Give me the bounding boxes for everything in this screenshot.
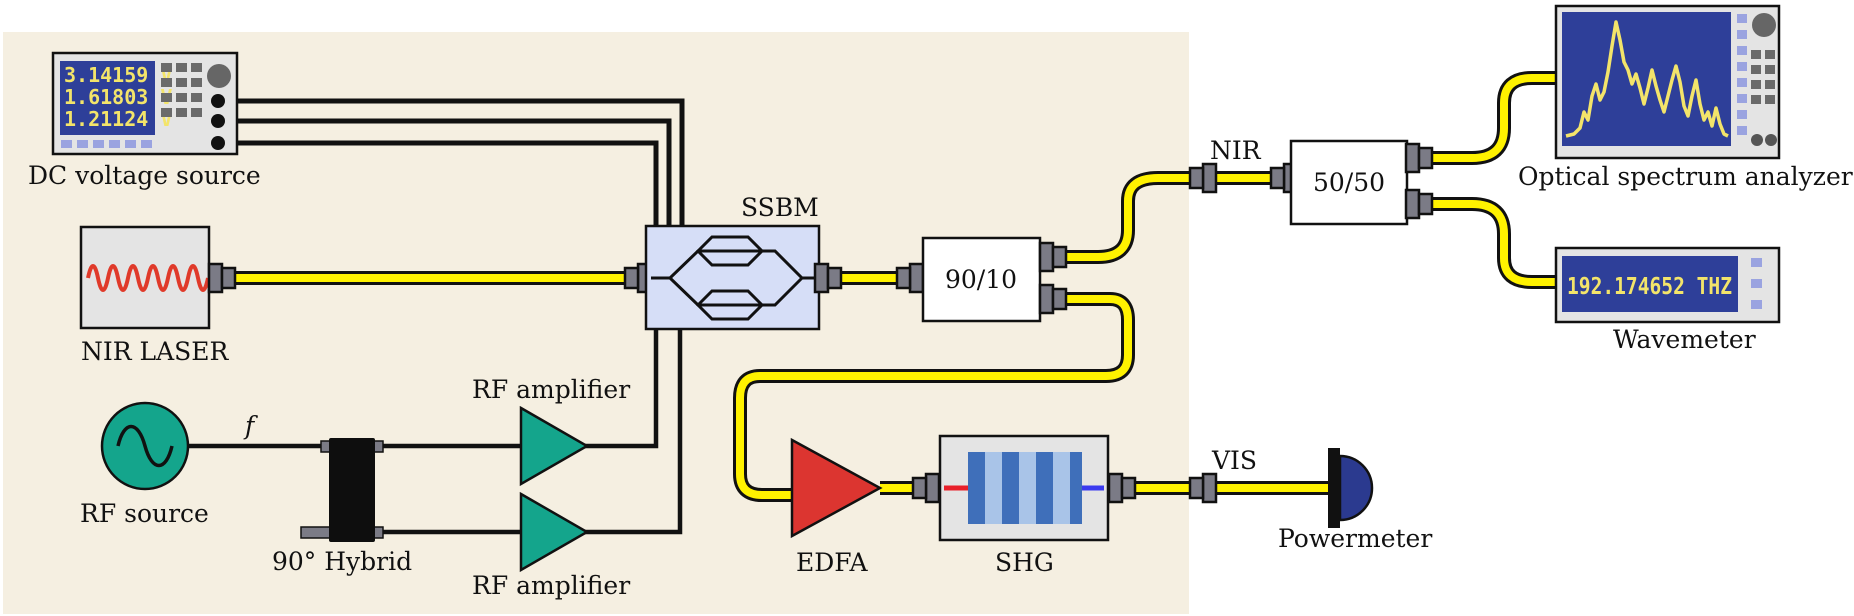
osa-side-buttons: [1737, 14, 1747, 135]
nir-laser: [79, 225, 237, 330]
rf-amplifier-top: [519, 405, 590, 487]
dc-keypad: [161, 63, 202, 117]
ssbm-modulator: [623, 224, 843, 331]
osa-label: Optical spectrum analyzer: [1518, 162, 1853, 191]
wavemeter-readout: 192.174652 THZ: [1567, 274, 1732, 300]
rf-source-label: RF source: [80, 499, 209, 528]
wavemeter-label: Wavemeter: [1613, 325, 1756, 354]
dc-buttons: [61, 140, 152, 148]
dc-terminal-3: [211, 136, 225, 150]
sine-wave-icon: [116, 424, 174, 468]
dc-display: [60, 61, 155, 135]
dc-display-line1: 3.14159 V: [64, 63, 172, 87]
osa-spectrum-trace: [1565, 20, 1729, 138]
rf-source: [100, 401, 190, 491]
dc-bias-wires: [218, 98, 685, 225]
dc-voltage-source-label: DC voltage source: [28, 161, 261, 190]
coupler-50-50: 50/50: [1188, 139, 1434, 226]
rf-amplifier-bottom: [519, 491, 590, 573]
ppln-domains: [968, 452, 1082, 524]
rf-wires: [188, 326, 683, 535]
hybrid-label: 90° Hybrid: [272, 547, 412, 576]
coupler-50-50-label: 50/50: [1313, 168, 1385, 197]
dc-terminal-2: [211, 114, 225, 128]
dc-terminal-1: [211, 94, 225, 108]
ssbm-label: SSBM: [741, 193, 819, 222]
vis-label: VIS: [1211, 446, 1257, 475]
fiber-paths: [235, 71, 1556, 502]
wavemeter-display: [1562, 256, 1738, 312]
wavemeter-buttons: [1751, 258, 1762, 309]
wavemeter: 192.174652 THZ: [1554, 246, 1781, 324]
powermeter-label: Powermeter: [1278, 524, 1432, 553]
hybrid-90: [300, 438, 384, 542]
osa-knob: [1752, 13, 1776, 37]
osa-screen: [1562, 12, 1731, 146]
optical-spectrum-analyzer: [1554, 4, 1781, 160]
edfa-label: EDFA: [796, 548, 868, 577]
coupler-90-10-label: 90/10: [945, 265, 1017, 294]
shg-crystal: [911, 434, 1137, 542]
dc-display-line2: 1.61803 V: [64, 85, 172, 109]
osa-dial-2: [1765, 134, 1777, 146]
osa-dial-1: [1751, 134, 1763, 146]
laser-wave-icon: [86, 264, 210, 292]
dc-knob: [207, 64, 231, 88]
dc-display-line3: 1.21124 V: [64, 107, 172, 131]
nir-label: NIR: [1210, 136, 1262, 165]
frequency-label: f: [243, 411, 258, 440]
nir-laser-label: NIR LASER: [81, 337, 230, 366]
mzi-waveguide: [651, 235, 815, 321]
coupler-90-10: 90/10: [895, 236, 1068, 323]
rf-amplifier-top-label: RF amplifier: [472, 375, 630, 404]
shg-label: SHG: [995, 548, 1054, 577]
dc-voltage-source: 3.14159 V 1.61803 V 1.21124 V: [51, 51, 239, 156]
powermeter: [1188, 448, 1374, 528]
edfa: [790, 437, 883, 539]
rf-amplifier-bottom-label: RF amplifier: [472, 571, 630, 600]
osa-keypad: [1751, 50, 1775, 104]
